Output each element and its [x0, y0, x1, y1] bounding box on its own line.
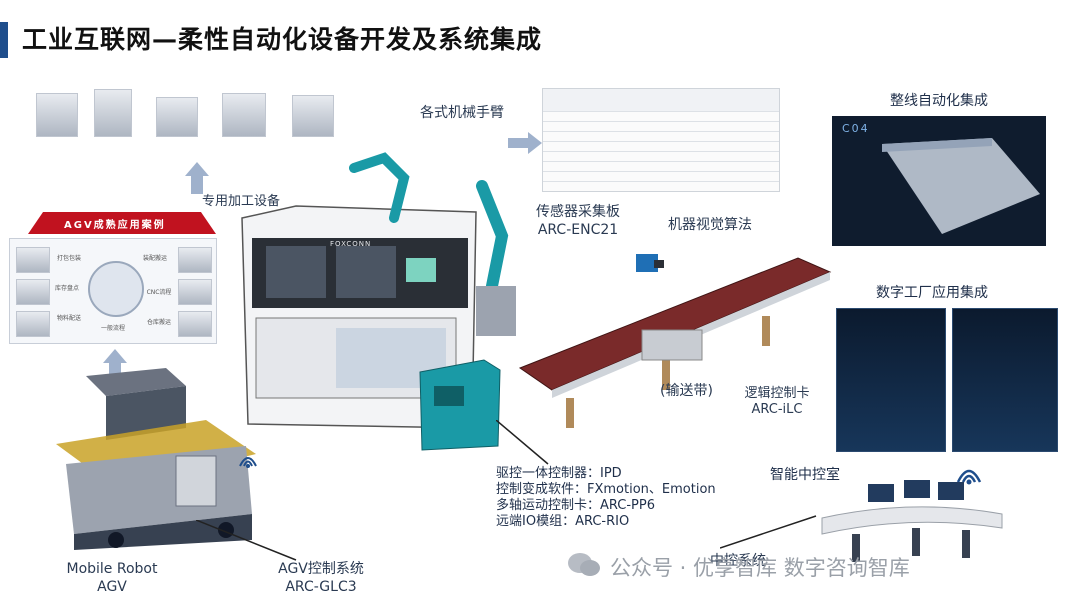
equipment-thumb — [292, 95, 334, 137]
agv-cases-header — [28, 212, 216, 234]
equipment-thumbnails — [30, 85, 340, 155]
label-logic-card-line1: 逻辑控制卡 — [744, 386, 810, 401]
case-label: 打包包装 — [56, 255, 81, 262]
case-thumb — [178, 279, 212, 305]
conveyor-illustration — [518, 257, 832, 428]
label-sensor-board-line2: ARC-ENC21 — [537, 222, 619, 238]
case-thumb — [178, 247, 212, 273]
case-thumb — [16, 279, 50, 305]
arrow-right-icon — [508, 132, 542, 154]
case-center-circle — [88, 261, 144, 317]
dashboard-screen — [952, 308, 1058, 452]
controller-list: 驱控一体控制器：IPD 控制变成软件：FXmotion、Emotion 多轴运动… — [496, 466, 756, 530]
arrow-up-icon — [185, 162, 209, 176]
label-machine-vision: 机器视觉算法 — [668, 217, 752, 233]
label-sensor-board-line1: 传感器采集板 — [536, 204, 620, 220]
pointer-line — [196, 520, 297, 561]
label-agv-control-line1: AGV控制系统 — [278, 561, 364, 577]
line-integration-image: C04 — [832, 116, 1046, 246]
controller-line: 驱控一体控制器：IPD — [496, 466, 622, 481]
title-accent-bar — [0, 22, 8, 58]
label-logic-card-line2: ARC-iLC — [751, 402, 803, 417]
agv-cases-title: AGV成熟应用案例 — [64, 220, 166, 231]
case-label: CNC流程 — [146, 289, 172, 296]
line-integration-illustration — [882, 138, 1040, 234]
case-label: 物料配送 — [56, 315, 81, 322]
label-mobile-robot-line2: AGV — [97, 579, 127, 595]
machine-brand: FOXCONN — [330, 240, 372, 248]
controller-line: 控制变成软件：FXmotion、Emotion — [496, 482, 716, 497]
watermark-text: 公众号 · 优享智库 数字咨询智库 — [610, 556, 910, 580]
case-thumb — [178, 311, 212, 337]
arrow-stem — [191, 176, 203, 194]
arrow-stem — [109, 362, 121, 376]
wechat-icon — [568, 553, 600, 576]
robot-arm-illustration — [349, 152, 410, 223]
label-sensor-board: 传感器采集板 ARC-ENC21 — [530, 203, 626, 239]
pointer-line — [720, 515, 817, 549]
table-icons-row — [543, 89, 779, 112]
screen-brand: C04 — [842, 122, 870, 135]
camera-icon — [636, 254, 664, 272]
label-agv-control: AGV控制系统 ARC-GLC3 — [256, 560, 386, 596]
dashboard-screen — [836, 308, 946, 452]
case-thumb — [16, 247, 50, 273]
label-control-room: 智能中控室 — [770, 467, 840, 483]
table-grid — [543, 111, 779, 191]
case-thumb — [16, 311, 50, 337]
controller-line: 远端IO模组：ARC-RIO — [496, 514, 630, 529]
control-room-illustration — [821, 480, 1003, 562]
equipment-thumb — [156, 97, 198, 137]
controller-cabinet — [419, 359, 501, 451]
wifi-icon — [239, 457, 257, 468]
label-central-control: 中控系统 — [710, 553, 766, 569]
label-mobile-robot-line1: Mobile Robot — [66, 561, 158, 577]
pointer-line — [496, 420, 549, 465]
arrow-up-icon — [103, 349, 127, 363]
label-digital-factory: 数字工厂应用集成 — [876, 285, 988, 301]
case-label: 一般流程 — [100, 325, 125, 332]
label-special-equipment: 专用加工设备 — [202, 194, 281, 209]
equipment-thumb — [94, 89, 132, 137]
label-agv-control-line2: ARC-GLC3 — [285, 579, 357, 595]
page-title: 工业互联网—柔性自动化设备开发及系统集成 — [22, 25, 543, 54]
case-label: 库存盘点 — [54, 285, 79, 292]
controller-line: 多轴运动控制卡：ARC-PP6 — [496, 498, 655, 513]
label-line-integration: 整线自动化集成 — [890, 93, 988, 109]
label-robot-arm: 各式机械手臂 — [420, 105, 504, 121]
case-label: 仓库搬运 — [146, 319, 171, 326]
agv-cases-panel: 打包包装 装配搬运 库存盘点 物料配送 一般流程 CNC流程 仓库搬运 — [9, 238, 217, 344]
label-conveyor: (输送带) — [660, 383, 713, 399]
equipment-thumb — [222, 93, 266, 137]
central-machine-illustration — [241, 205, 477, 429]
label-logic-card: 逻辑控制卡 ARC-iLC — [742, 386, 812, 418]
robot-arm-spec-table — [542, 88, 780, 192]
equipment-thumb — [36, 93, 78, 137]
label-mobile-robot: Mobile Robot AGV — [52, 560, 172, 596]
case-label: 装配搬运 — [142, 255, 167, 262]
wifi-icon — [956, 469, 982, 485]
agv-robot-illustration — [56, 368, 256, 550]
robot-arm-illustration — [476, 180, 516, 336]
